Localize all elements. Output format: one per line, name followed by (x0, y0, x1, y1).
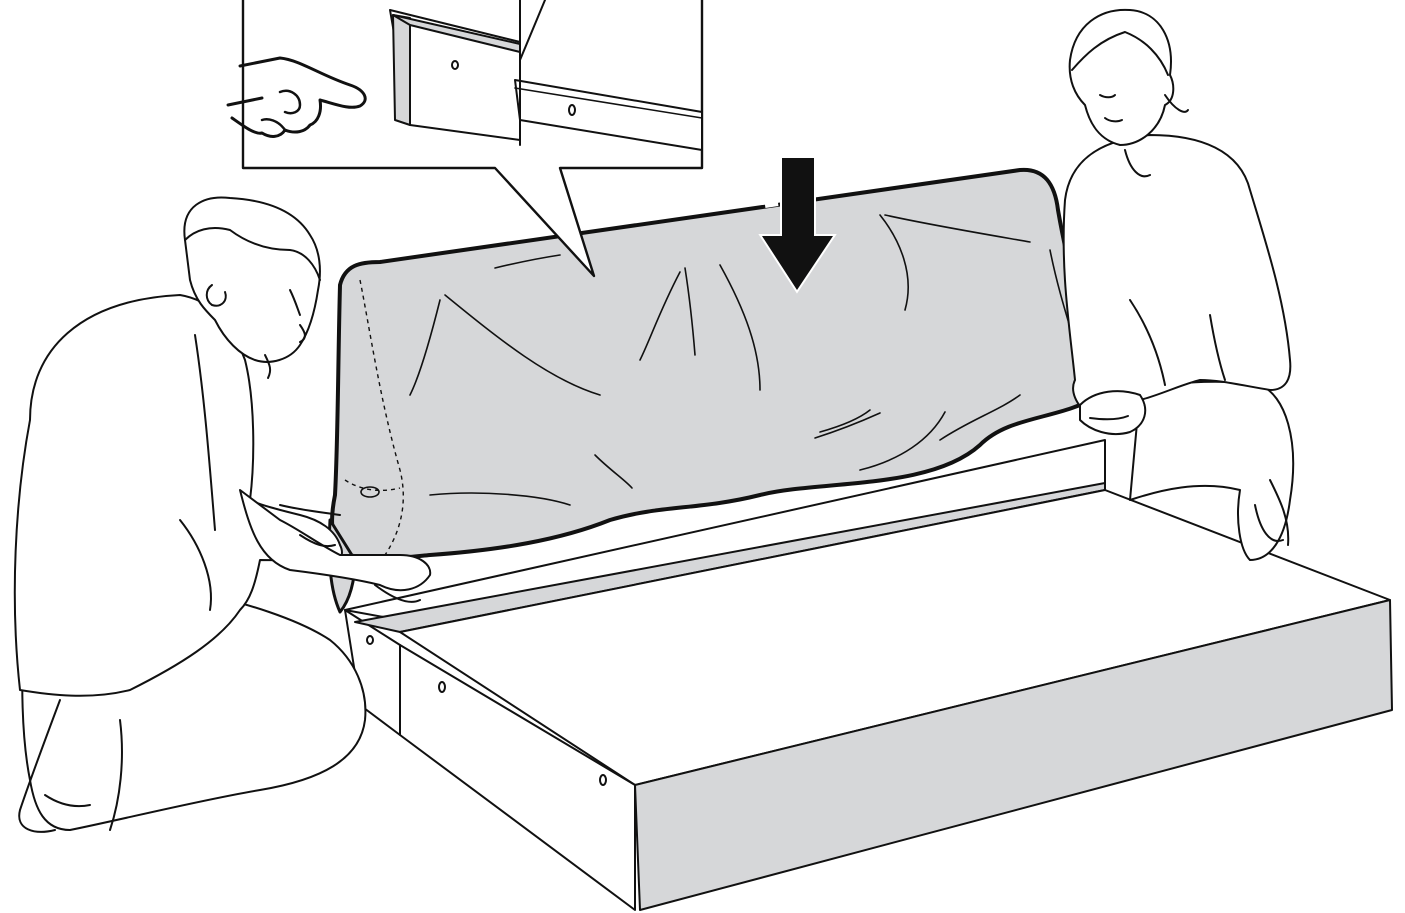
hands (1080, 391, 1145, 434)
cover-edge-gap (765, 203, 778, 205)
sweater (1064, 135, 1291, 416)
head (1070, 10, 1174, 145)
detail-panel-edge (393, 15, 410, 125)
cover-edge-gap (535, 230, 548, 232)
